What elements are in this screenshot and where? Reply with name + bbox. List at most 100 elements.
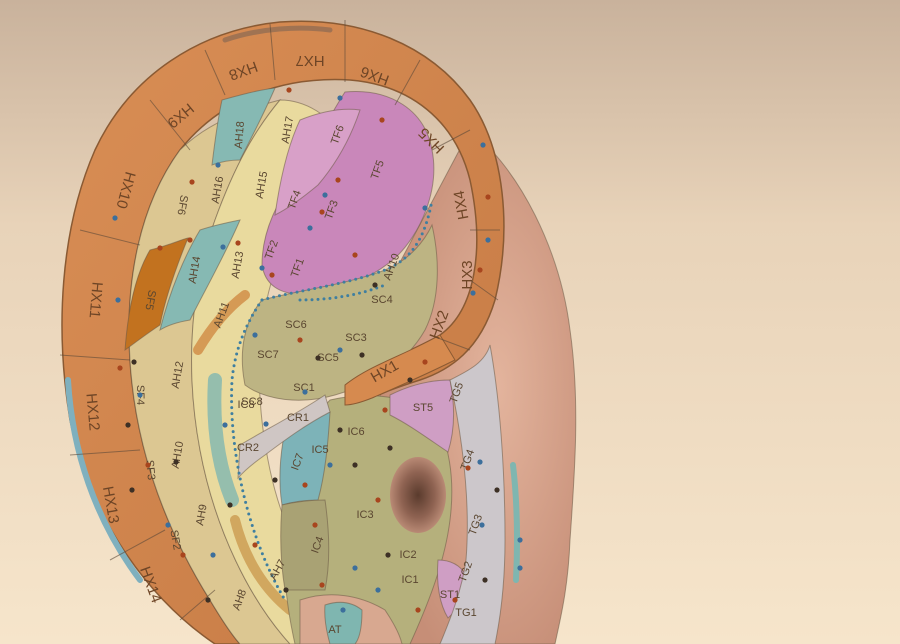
label-ic2: IC2 [399, 549, 416, 561]
acupoint-dot [227, 502, 233, 508]
label-sc8: SC8 [241, 396, 262, 408]
acupoint-dot [335, 177, 341, 183]
label-sc6: SC6 [285, 319, 306, 331]
acupoint-dot [352, 565, 358, 571]
acupoint-dot [340, 607, 346, 613]
acupoint-dot [125, 422, 131, 428]
label-hx11: HX11 [85, 281, 105, 319]
acupoint-dot [387, 445, 393, 451]
acupoint-dot [307, 225, 313, 231]
tf-dotted-border [298, 283, 387, 302]
acupoint-dot [263, 421, 269, 427]
acupoint-dot [173, 459, 179, 465]
acupoint-dot [337, 427, 343, 433]
cymba-dotted-border [260, 198, 434, 302]
acupoint-dot [235, 240, 241, 246]
ah14-region [159, 219, 241, 332]
label-ah16: AH16 [210, 175, 227, 204]
acupoint-dot [479, 522, 485, 528]
acupoint-dot [269, 272, 275, 278]
acupoint-dot [131, 359, 137, 365]
sf5-patch [124, 237, 189, 352]
acupoint-dot [145, 462, 151, 468]
acupoint-dot [286, 87, 292, 93]
acupoint-dot [465, 465, 471, 471]
acupoint-dot [482, 577, 488, 583]
acupoint-dot [375, 497, 381, 503]
acupoint-dot [379, 117, 385, 123]
acupoint-dot [382, 407, 388, 413]
label-sc4: SC4 [371, 294, 392, 306]
label-ic6: IC6 [347, 426, 364, 438]
label-sc1: SC1 [293, 382, 314, 394]
at-region [324, 601, 363, 644]
label-hx7: HX7 [295, 52, 324, 69]
acupoint-dot [415, 607, 421, 613]
acupoint-dot [312, 522, 318, 528]
acupoint-dot [189, 179, 195, 185]
label-hx4: HX4 [451, 189, 473, 221]
acupoint-dot [517, 565, 523, 571]
acupoint-dot [359, 352, 365, 358]
acupoint-dot [477, 459, 483, 465]
acupoint-dot [165, 522, 171, 528]
helix-highlight [222, 25, 333, 43]
acupoint-dot [115, 297, 121, 303]
label-st5: ST5 [413, 402, 433, 414]
acupoint-dot [272, 477, 278, 483]
acupoint-dot [157, 245, 163, 251]
acupoint-dot [477, 267, 483, 273]
scapha-teal-strip [65, 377, 143, 583]
helix-dividers [59, 20, 500, 621]
label-ah13: AH13 [230, 250, 247, 279]
label-sf5: SF5 [142, 289, 157, 311]
acupoint-dot [259, 265, 265, 271]
acupoint-dot [422, 205, 428, 211]
acupoint-dot [112, 215, 118, 221]
tragus-region [439, 344, 506, 644]
helix-crus [344, 334, 456, 406]
acupoint-dot [485, 237, 491, 243]
acupoint-dot [252, 332, 258, 338]
acupoint-dot [210, 552, 216, 558]
acupoint-dot [337, 95, 343, 101]
label-sc7: SC7 [257, 349, 278, 361]
label-sc3: SC3 [345, 332, 366, 344]
label-ah15: AH15 [254, 170, 271, 199]
concha-dotted-border [230, 298, 287, 602]
label-ah17: AH17 [280, 115, 297, 144]
acupoint-dot [302, 389, 308, 395]
acupoint-dot [470, 290, 476, 296]
label-ah9: AH9 [194, 503, 210, 526]
acupoint-dot [180, 552, 186, 558]
label-tg1: TG1 [455, 607, 476, 619]
acupoint-dot [283, 587, 289, 593]
acupoint-dot [319, 209, 325, 215]
label-ic4: IC4 [309, 535, 326, 555]
acupoint-dot [352, 462, 358, 468]
acupoint-dot [322, 192, 328, 198]
ear-canal [390, 457, 446, 533]
acupoint-dot [129, 487, 135, 493]
acupoint-dot [407, 377, 413, 383]
label-cr1: CR1 [287, 412, 309, 424]
label-hx3: HX3 [459, 260, 476, 289]
acupoint-dot [452, 597, 458, 603]
acupoint-dot [319, 582, 325, 588]
acupoint-dot [517, 537, 523, 543]
st5-region [389, 379, 455, 453]
acupoint-dot [137, 392, 143, 398]
acupoint-dot [485, 194, 491, 200]
label-ic5: IC5 [311, 444, 328, 456]
ah18-region [211, 87, 276, 166]
acupoint-dot [252, 542, 258, 548]
label-sf3: SF3 [143, 459, 157, 480]
acupoint-dot [372, 282, 378, 288]
acupoint-dot [315, 355, 321, 361]
antihelix-stripe-lower [230, 515, 295, 615]
acupoint-dot [352, 252, 358, 258]
acupoint-dot [187, 237, 193, 243]
